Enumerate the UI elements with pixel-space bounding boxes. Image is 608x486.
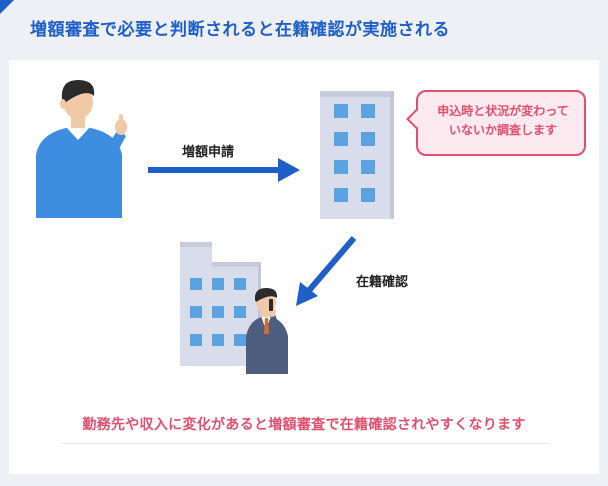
bubble-line-2: いないか調査します <box>448 123 557 137</box>
company-building-icon <box>320 91 394 219</box>
verification-label: 在籍確認 <box>356 275 409 290</box>
application-arrow <box>148 158 300 182</box>
diagram-title: 増額審査で必要と判断されると在籍確認が実施される <box>30 20 450 40</box>
bubble-line-1: 申込時と状況が変わって <box>437 104 569 118</box>
corner-accent <box>0 0 14 14</box>
speech-bubble-text: 申込時と状況が変わって いないか調査します <box>428 102 578 140</box>
application-label: 増額申請 <box>182 145 235 160</box>
speech-bubble: 申込時と状況が変わって いないか調査します <box>406 90 586 156</box>
staff-on-phone-icon <box>246 288 288 374</box>
footer-caption: 勤務先や収入に変化があると増額審査で在籍確認されやすくなります <box>82 417 526 433</box>
applicant-person-icon <box>36 80 127 218</box>
verification-arrow <box>296 236 357 306</box>
footer-divider <box>62 443 548 444</box>
